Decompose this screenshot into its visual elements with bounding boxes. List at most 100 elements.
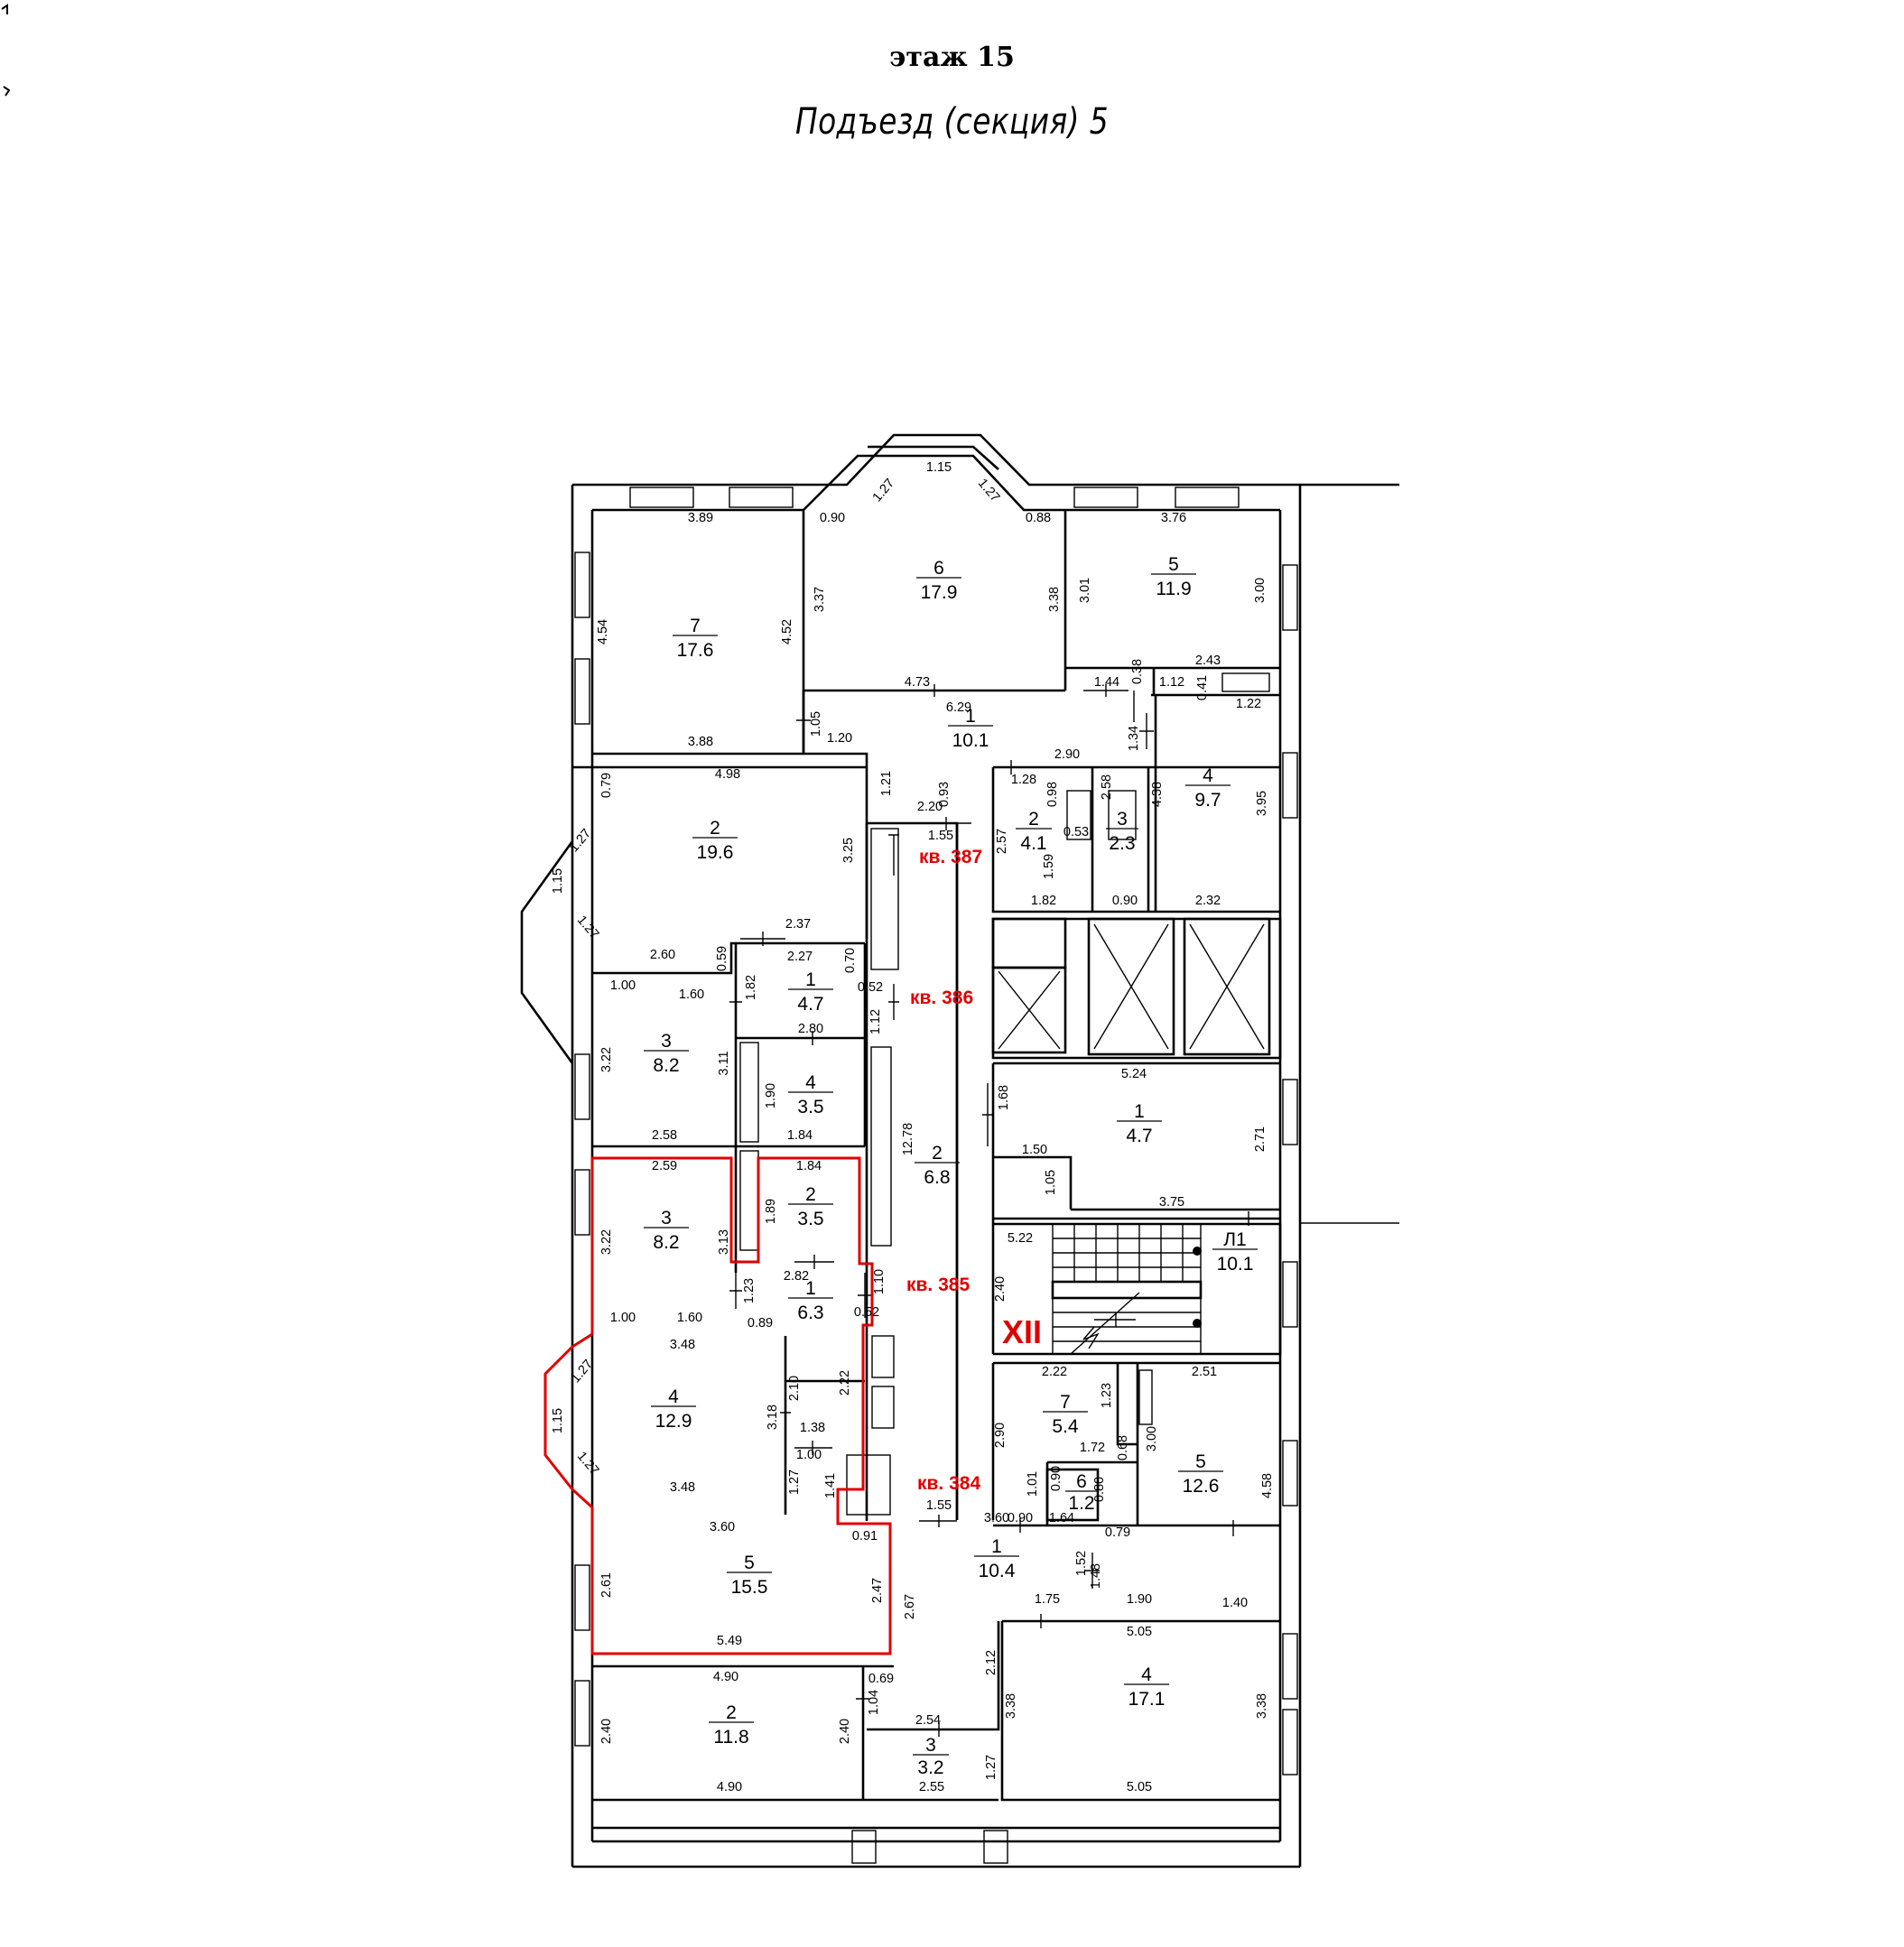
dimension-label: 2.55 [919,1780,944,1794]
svg-text:12.6: 12.6 [1183,1476,1220,1497]
svg-text:7: 7 [1060,1392,1071,1413]
stair-treads [1051,1223,1203,1342]
corner-fragment-mark [1,4,11,97]
dimension-label: 3.60 [984,1511,1009,1525]
dimension-label: 4.38 [1150,782,1165,807]
dimension-label: 1.15 [551,868,565,894]
dimension-label: 0.91 [852,1529,878,1544]
floor-title: этаж 15 [889,42,1015,73]
apartment-label: кв. 385 [906,1275,970,1295]
dimension-label: 1.05 [809,711,823,737]
svg-text:6: 6 [933,558,944,579]
dimension-label: 0.70 [843,948,858,973]
svg-text:Л1: Л1 [1223,1229,1246,1250]
dimension-label: 2.12 [984,1650,998,1675]
apartment-385-outline [543,1156,892,1655]
dimension-label: 1.50 [1022,1143,1047,1157]
room-label: 26.8 [915,1143,960,1188]
dimension-label: 3.48 [670,1338,695,1352]
dimension-label: 1.82 [744,975,758,1000]
dimension-label: 6.29 [946,700,971,715]
dimension-label: 1.23 [1100,1383,1114,1408]
svg-text:12.9: 12.9 [655,1411,692,1432]
dimension-label: 1.55 [926,1498,952,1513]
dimension-label: 0.41 [1195,675,1210,700]
room-label: 43.5 [788,1072,833,1117]
svg-text:17.1: 17.1 [1128,1689,1166,1710]
svg-text:17.9: 17.9 [921,582,958,603]
svg-text:4: 4 [668,1386,679,1407]
dimension-label: 12.78 [901,1123,915,1155]
dimension-label: 2.58 [652,1128,677,1143]
dimension-label: 3.22 [599,1047,614,1072]
room-label: 211.8 [709,1702,754,1748]
dimension-label: 0.69 [868,1672,894,1686]
room-label: 110.1 [948,706,993,751]
dimension-label: 4.90 [713,1670,738,1684]
dimension-label: 1.23 [742,1278,757,1303]
svg-text:2: 2 [805,1184,816,1205]
dimension-label: 2.37 [785,917,811,932]
dimension-label: 2.47 [870,1578,885,1603]
apartment-label: кв. 386 [910,987,973,1008]
room-label: 24.1 [1016,809,1052,854]
room-label: 75.4 [1043,1392,1088,1437]
svg-text:6.8: 6.8 [924,1167,950,1188]
dimension-label: 2.40 [993,1276,1008,1302]
dimension-label: 0.90 [1049,1466,1063,1491]
svg-text:1: 1 [805,969,816,990]
dimension-label: 1.01 [1026,1471,1040,1497]
dimension-label: 1.75 [1035,1592,1060,1607]
svg-text:4: 4 [805,1072,816,1093]
svg-text:4.1: 4.1 [1020,833,1046,854]
dimension-label: 1.21 [879,771,894,796]
dimension-label: 3.00 [1145,1426,1159,1451]
svg-text:1: 1 [805,1278,816,1299]
svg-text:1: 1 [965,706,976,727]
dimension-label: 1.00 [610,1311,636,1325]
dimension-label: 3.13 [717,1229,731,1255]
dimension-label: 1.59 [1042,854,1056,879]
dimension-label: 2.40 [838,1719,852,1744]
dimension-label: 2.10 [787,1376,802,1401]
dimension-label: 3.88 [688,735,713,749]
dimension-label: 0.90 [820,511,845,525]
svg-text:3: 3 [661,1031,672,1052]
dimension-label: 3.76 [1161,511,1186,525]
dimension-label: 2.61 [599,1572,614,1598]
dimension-label: 3.75 [1159,1195,1184,1210]
svg-text:7: 7 [690,616,701,636]
dimension-label: 0.79 [1105,1525,1130,1540]
room-label: 412.9 [651,1386,696,1432]
dimension-label: 3.18 [766,1405,780,1430]
dimension-label: 2.58 [1100,774,1114,800]
svg-text:5.4: 5.4 [1052,1416,1079,1437]
dimension-label: 1.12 [1159,675,1184,690]
svg-text:4: 4 [1141,1664,1152,1685]
dimension-label: 5.24 [1121,1067,1147,1081]
svg-text:9.7: 9.7 [1194,790,1221,811]
dimension-label: 0.68 [1116,1435,1130,1460]
room-labels: 717.6 617.9 511.9 110.1 49.7 219.6 24.1 … [644,554,1258,1778]
dimension-label: 2.59 [652,1159,677,1173]
dimension-label: 2.82 [784,1269,809,1284]
dimension-label: 1.27 [984,1755,998,1780]
dimension-label: 1.55 [928,829,953,843]
dimension-label: 1.27 [574,913,601,941]
dimension-label: 1.12 [868,1009,883,1034]
svg-text:3: 3 [925,1735,936,1756]
dimension-label: 2.90 [993,1423,1008,1448]
svg-text:2: 2 [932,1143,943,1164]
svg-text:5: 5 [1195,1451,1206,1472]
svg-text:8.2: 8.2 [653,1055,679,1076]
dimension-label: 0.93 [937,782,952,807]
room-label: 417.1 [1124,1664,1169,1710]
dimension-label: 3.48 [670,1480,695,1495]
room-label: 617.9 [916,558,961,603]
dimension-label: 1.84 [787,1128,813,1143]
room-label: 511.9 [1151,554,1196,599]
svg-text:1: 1 [991,1536,1002,1557]
svg-text:15.5: 15.5 [731,1577,768,1598]
dimension-label: 2.40 [599,1719,614,1744]
